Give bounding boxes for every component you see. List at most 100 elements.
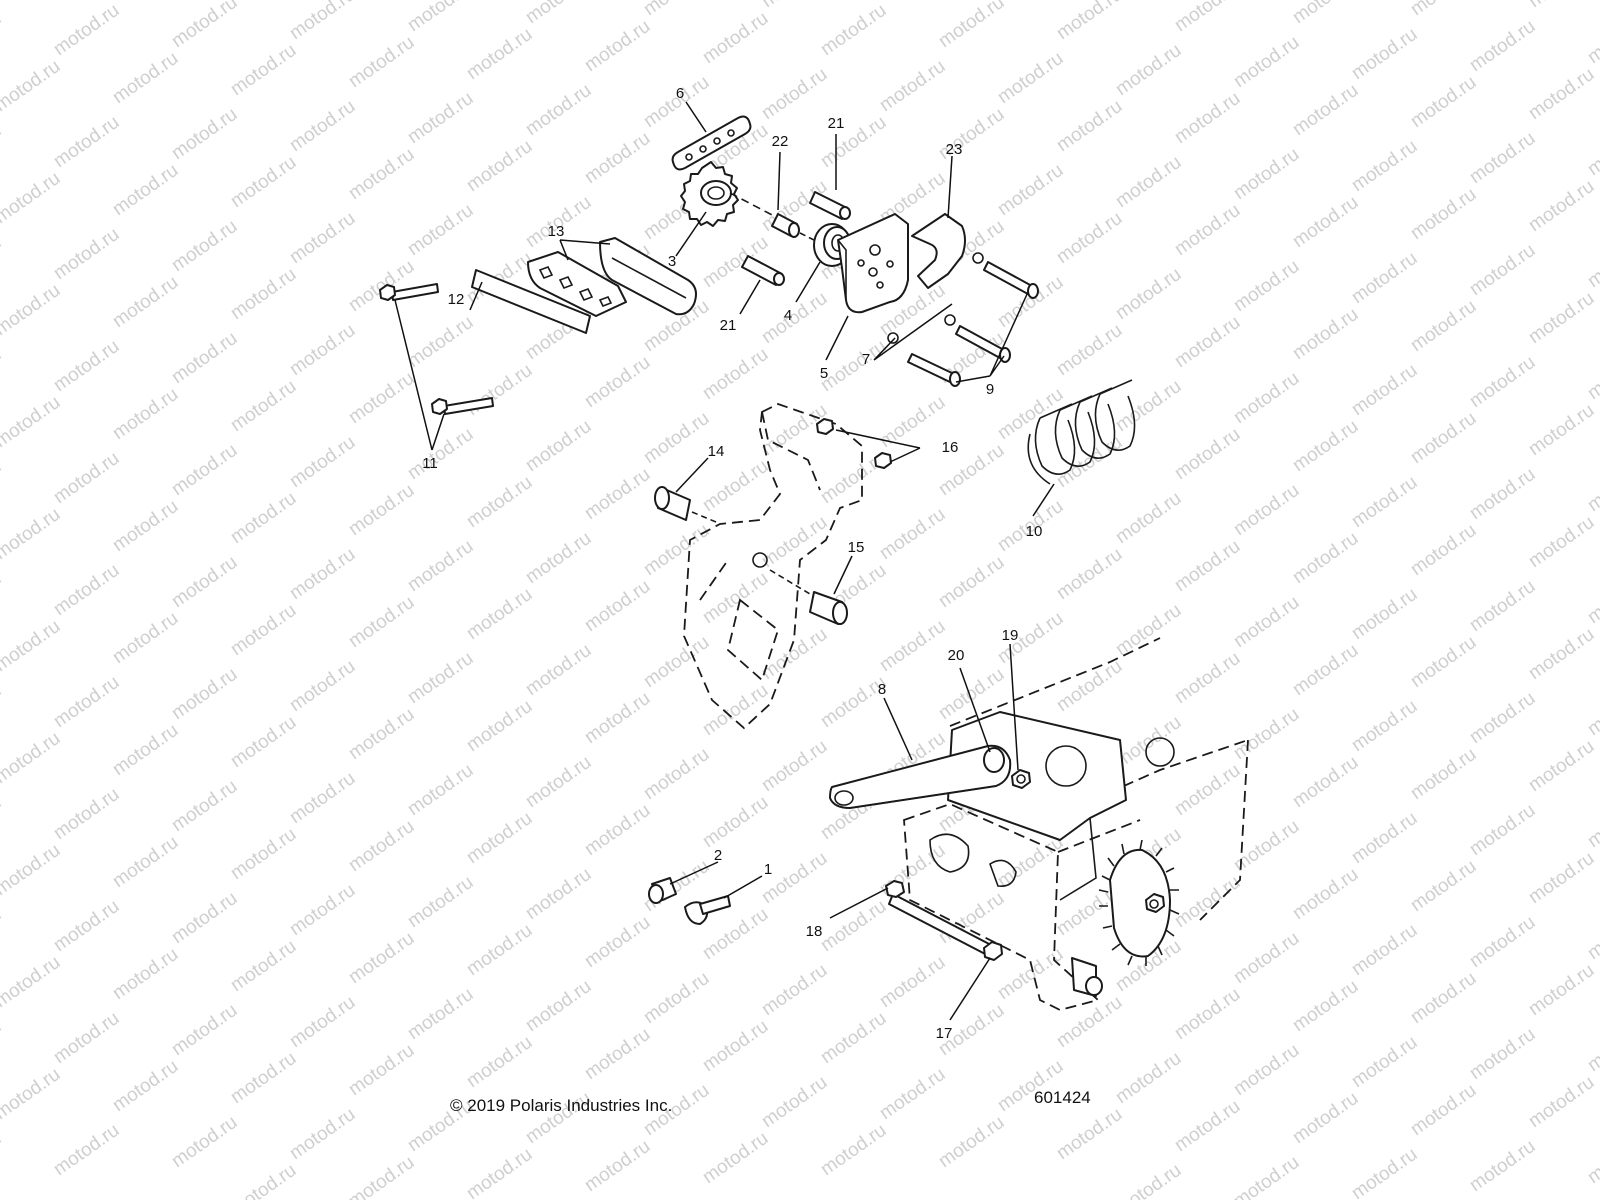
watermark-text: motod.ru bbox=[1171, 984, 1244, 1044]
watermark-text: motod.ru bbox=[0, 168, 64, 228]
watermark-text: motod.ru bbox=[168, 776, 241, 836]
bushing-part-2 bbox=[648, 877, 677, 904]
watermark-text: motod.ru bbox=[345, 592, 418, 652]
watermark-text: motod.ru bbox=[0, 1064, 64, 1124]
watermark-text: motod.ru bbox=[50, 1120, 123, 1180]
watermark-text: motod.ru bbox=[1053, 0, 1126, 44]
watermark-text: motod.ru bbox=[1171, 648, 1244, 708]
watermark-text: motod.ru bbox=[1525, 288, 1598, 348]
watermark-text: motod.ru bbox=[0, 456, 5, 516]
watermark-text: motod.ru bbox=[1112, 40, 1185, 100]
watermark-text: motod.ru bbox=[463, 1032, 536, 1092]
watermark-text: motod.ru bbox=[227, 40, 300, 100]
watermark-text: motod.ru bbox=[1584, 344, 1600, 404]
watermark-text: motod.ru bbox=[1407, 0, 1480, 20]
watermark-text: motod.ru bbox=[581, 576, 654, 636]
watermark-text: motod.ru bbox=[168, 552, 241, 612]
watermark-text: motod.ru bbox=[345, 144, 418, 204]
watermark-text: motod.ru bbox=[345, 368, 418, 428]
watermark-text: motod.ru bbox=[640, 744, 713, 804]
large-sprocket bbox=[1098, 839, 1180, 966]
watermark-text: motod.ru bbox=[345, 32, 418, 92]
watermark-text: motod.ru bbox=[286, 656, 359, 716]
watermark-text: motod.ru bbox=[1525, 960, 1598, 1020]
watermark-text: motod.ru bbox=[286, 1104, 359, 1164]
watermark-text: motod.ru bbox=[168, 888, 241, 948]
watermark-text: motod.ru bbox=[286, 432, 359, 492]
chaincase-housing-outline bbox=[683, 403, 863, 730]
watermark-text: motod.ru bbox=[463, 24, 536, 84]
watermark-text: motod.ru bbox=[522, 752, 595, 812]
pin-part-21-upper bbox=[809, 191, 851, 220]
callout-leaders bbox=[394, 101, 1055, 1021]
watermark-text: motod.ru bbox=[935, 1112, 1008, 1172]
watermark-text: motod.ru bbox=[1230, 1152, 1303, 1200]
tensioner-arm-part-8 bbox=[829, 744, 1012, 809]
watermark-text: motod.ru bbox=[522, 864, 595, 924]
watermark-text: motod.ru bbox=[404, 424, 477, 484]
watermark-text: motod.ru bbox=[227, 264, 300, 324]
watermark-text: motod.ru bbox=[0, 392, 64, 452]
watermark-text: motod.ru bbox=[50, 448, 123, 508]
callout-1: 1 bbox=[764, 861, 772, 878]
watermark-text: motod.ru bbox=[0, 280, 64, 340]
bushing-part-14 bbox=[654, 486, 717, 523]
watermark-text: motod.ru bbox=[0, 840, 64, 900]
watermark-text: motod.ru bbox=[1407, 1080, 1480, 1140]
watermark-text: motod.ru bbox=[227, 936, 300, 996]
watermark-text: motod.ru bbox=[1407, 856, 1480, 916]
bolt-part-1 bbox=[684, 895, 731, 925]
copyright-notice: © 2019 Polaris Industries Inc. bbox=[450, 1096, 673, 1115]
watermark-text: motod.ru bbox=[876, 392, 949, 452]
small-sprocket-part-3 bbox=[680, 161, 777, 227]
watermark-text: motod.ru bbox=[0, 8, 5, 68]
watermark-text: motod.ru bbox=[0, 904, 5, 964]
watermark-text: motod.ru bbox=[581, 352, 654, 412]
watermark-text: motod.ru bbox=[1289, 192, 1362, 252]
watermark-text: motod.ru bbox=[1348, 1032, 1421, 1092]
watermark-text: motod.ru bbox=[345, 1040, 418, 1100]
watermark-text: motod.ru bbox=[1053, 992, 1126, 1052]
nut-part-17 bbox=[983, 941, 1003, 961]
callout-20: 20 bbox=[948, 647, 965, 664]
watermark-text: motod.ru bbox=[345, 816, 418, 876]
watermark-text: motod.ru bbox=[1112, 376, 1185, 436]
callout-9: 9 bbox=[986, 381, 994, 398]
watermark-text: motod.ru bbox=[1053, 1104, 1126, 1164]
watermark-text: motod.ru bbox=[1525, 176, 1598, 236]
watermark-text: motod.ru bbox=[286, 96, 359, 156]
watermark-text: motod.ru bbox=[286, 880, 359, 940]
watermark-text: motod.ru bbox=[1348, 360, 1421, 420]
watermark-text: motod.ru bbox=[876, 616, 949, 676]
watermark-text: motod.ru bbox=[109, 48, 182, 108]
watermark-text: motod.ru bbox=[1289, 304, 1362, 364]
watermark-text: motod.ru bbox=[168, 1112, 241, 1172]
watermark-text: motod.ru bbox=[1407, 968, 1480, 1028]
watermark-text: motod.ru bbox=[640, 0, 713, 20]
watermark-text: motod.ru bbox=[1171, 200, 1244, 260]
watermark-text: motod.ru bbox=[227, 152, 300, 212]
nut-part-19 bbox=[1011, 769, 1031, 789]
callout-7: 7 bbox=[862, 351, 870, 368]
watermark-text: motod.ru bbox=[1348, 248, 1421, 308]
watermark-text: motod.ru bbox=[1525, 0, 1598, 12]
watermark-text: motod.ru bbox=[50, 224, 123, 284]
watermark-text: motod.ru bbox=[758, 64, 831, 124]
wear-strip-part-12 bbox=[471, 269, 591, 334]
watermark-text: motod.ru bbox=[286, 320, 359, 380]
callout-16: 16 bbox=[942, 439, 959, 456]
callout-labels: 6 22 21 23 3 4 21 5 7 9 13 12 11 10 16 1… bbox=[422, 85, 1042, 1042]
watermark-text: motod.ru bbox=[404, 536, 477, 596]
watermark-text: motod.ru bbox=[758, 512, 831, 572]
watermark-text: motod.ru bbox=[404, 872, 477, 932]
watermark-text: motod.ru bbox=[1584, 1016, 1600, 1076]
watermark-text: motod.ru bbox=[876, 1064, 949, 1124]
watermark-text: motod.ru bbox=[404, 648, 477, 708]
watermark-text: motod.ru bbox=[50, 1008, 123, 1068]
callout-17: 17 bbox=[936, 1025, 953, 1042]
watermark-text: motod.ru bbox=[1466, 16, 1539, 76]
watermark-text: motod.ru bbox=[1348, 1144, 1421, 1200]
watermark-text: motod.ru bbox=[345, 704, 418, 764]
watermark-text: motod.ru bbox=[286, 992, 359, 1052]
bolt-part-11-lower bbox=[431, 397, 494, 415]
